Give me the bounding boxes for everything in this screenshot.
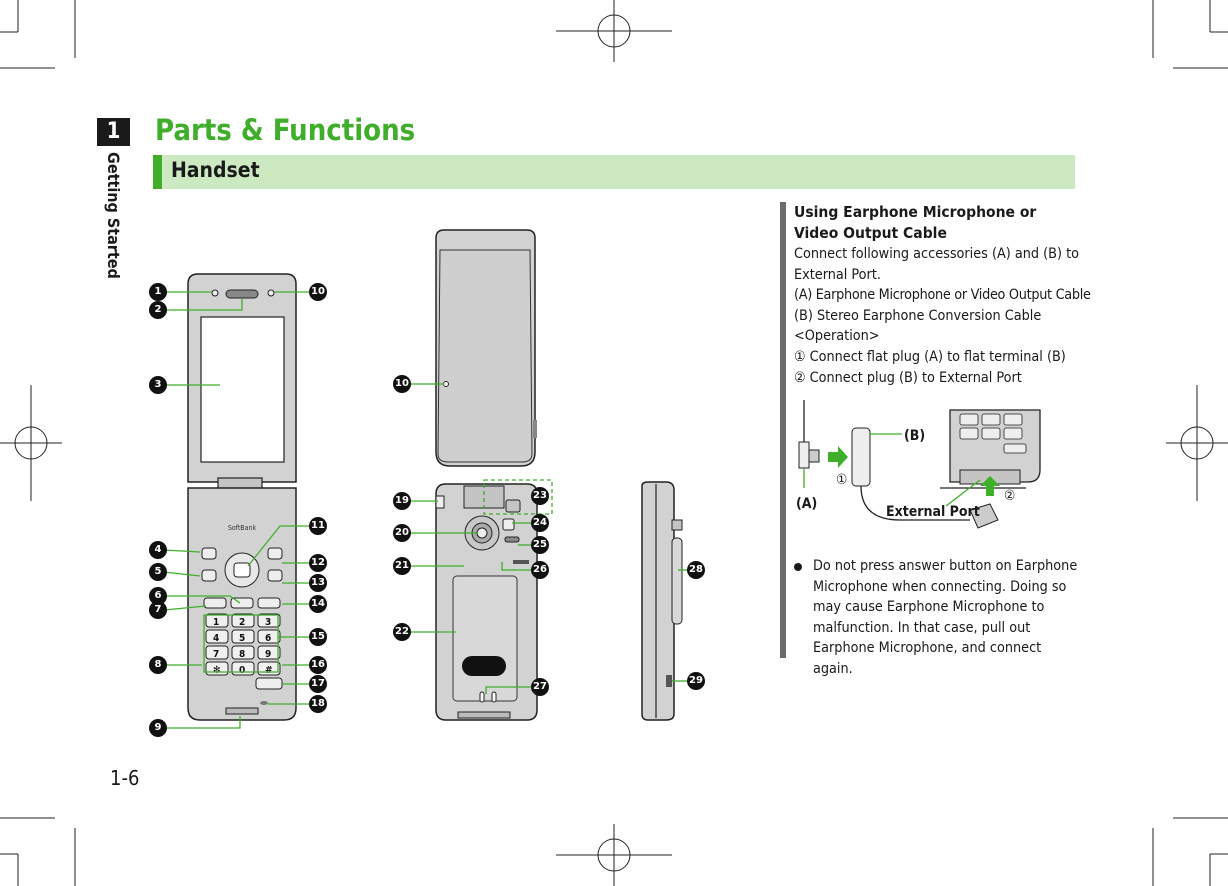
callout-badge: 12 bbox=[309, 554, 327, 572]
callout-badge: 2 bbox=[149, 301, 167, 319]
keypad-key-label: 5 bbox=[239, 633, 245, 644]
usage-note: Using Earphone Microphone or Video Outpu… bbox=[780, 202, 1091, 658]
chapter-name-vertical: Getting Started bbox=[100, 150, 128, 290]
callout-badge: 8 bbox=[149, 656, 167, 674]
callout-badge: 26 bbox=[531, 561, 549, 579]
keypad-key bbox=[231, 613, 255, 628]
callout-badge: 19 bbox=[393, 492, 411, 510]
note-line: (B) Stereo Earphone Conversion Cable bbox=[794, 307, 1042, 324]
callout-badge: 15 bbox=[309, 628, 327, 646]
section-accent bbox=[153, 155, 162, 189]
callout-badge: 28 bbox=[687, 561, 705, 579]
connection-inset: (B) (A) External Port ① ② bbox=[796, 400, 1041, 529]
inset-label-b: (B) bbox=[904, 428, 925, 444]
inset-step-1: ① bbox=[836, 472, 847, 488]
callout-badge: 13 bbox=[309, 574, 327, 592]
callout-badge: 24 bbox=[531, 514, 549, 532]
callout-badge: 23 bbox=[531, 487, 549, 505]
callout-badge: 1 bbox=[149, 283, 167, 301]
note-line: ① Connect flat plug (A) to flat terminal… bbox=[794, 348, 1066, 365]
keypad-key bbox=[205, 629, 229, 644]
inset-label-external-port: External Port bbox=[886, 504, 980, 520]
callout-badge: 11 bbox=[309, 517, 327, 535]
keypad-key-label: # bbox=[265, 665, 273, 676]
keypad-key-label: ✻ bbox=[213, 665, 221, 676]
callout-badge: 27 bbox=[531, 678, 549, 696]
chapter-name: Getting Started bbox=[104, 152, 123, 279]
callout-lines bbox=[163, 291, 688, 729]
camera-area-highlight bbox=[483, 479, 553, 515]
inset-label-a: (A) bbox=[796, 496, 817, 512]
callout-badge: 7 bbox=[149, 601, 167, 619]
note-side-bar bbox=[780, 202, 786, 658]
callout-badge: 10 bbox=[309, 283, 327, 301]
note-text: Using Earphone Microphone or Video Outpu… bbox=[794, 202, 1091, 388]
keypad-key bbox=[205, 645, 229, 660]
bullet-dot bbox=[794, 563, 802, 571]
chapter-number-tab: 1 bbox=[97, 118, 130, 146]
page-number: 1-6 bbox=[110, 766, 140, 790]
callout-badge: 21 bbox=[393, 557, 411, 575]
keypad-key bbox=[257, 613, 281, 628]
section-title: Handset bbox=[171, 158, 260, 182]
note-line: <Operation> bbox=[794, 328, 880, 345]
section-header: Handset bbox=[153, 155, 1075, 189]
inset-step-2: ② bbox=[1004, 488, 1015, 504]
callout-badge: 10 bbox=[393, 375, 411, 393]
keypad-key-label: 2 bbox=[239, 617, 245, 628]
callout-badge: 14 bbox=[309, 595, 327, 613]
note-title: Using Earphone Microphone or Video Outpu… bbox=[794, 203, 1037, 242]
keypad: 1 2 3 4 5 6 7 8 9 ✻ 0 # bbox=[205, 613, 281, 676]
callout-badge: 6 bbox=[149, 587, 167, 605]
callout-badge: 5 bbox=[149, 563, 167, 581]
callout-badge: 4 bbox=[149, 541, 167, 559]
back-battery-view bbox=[435, 483, 538, 721]
keypad-key-label: 9 bbox=[265, 649, 271, 660]
front-open-view: SoftBank 1 2 3 4 5 6 7 8 9 ✻ 0 # bbox=[187, 273, 297, 721]
keypad-key bbox=[205, 613, 229, 628]
keypad-key-label: 8 bbox=[239, 649, 245, 660]
bullet-text: Do not press answer button on Earphone M… bbox=[813, 558, 1078, 677]
brand-logo: SoftBank bbox=[228, 524, 257, 532]
callout-badge: 3 bbox=[149, 376, 167, 394]
keypad-key-label: 0 bbox=[239, 665, 245, 676]
callout-badge: 25 bbox=[531, 536, 549, 554]
note-line: Connect following accessories (A) and (B… bbox=[794, 246, 1080, 283]
keypad-key bbox=[231, 629, 255, 644]
back-cover-view bbox=[435, 229, 537, 467]
callout-badge: 16 bbox=[309, 656, 327, 674]
note-line: ② Connect plug (B) to External Port bbox=[794, 369, 1022, 386]
callout-badge: 18 bbox=[309, 695, 327, 713]
callout-badge: 20 bbox=[393, 524, 411, 542]
keypad-key-label: 4 bbox=[213, 633, 219, 644]
keypad-key-label: 7 bbox=[213, 649, 219, 660]
note-line: (A) Earphone Microphone or Video Output … bbox=[794, 287, 1091, 304]
keypad-key-label: 3 bbox=[265, 617, 271, 628]
keypad-key bbox=[257, 645, 281, 660]
callout-badge: 22 bbox=[393, 623, 411, 641]
page-title: Parts & Functions bbox=[155, 113, 416, 147]
callout-badge: 17 bbox=[309, 675, 327, 693]
callout-badge: 29 bbox=[687, 672, 705, 690]
callout-badge: 9 bbox=[149, 719, 167, 737]
keypad-key-label: 6 bbox=[265, 633, 271, 644]
keypad-key bbox=[231, 645, 255, 660]
keypad-key-label: 1 bbox=[213, 617, 219, 628]
side-view bbox=[641, 481, 683, 721]
